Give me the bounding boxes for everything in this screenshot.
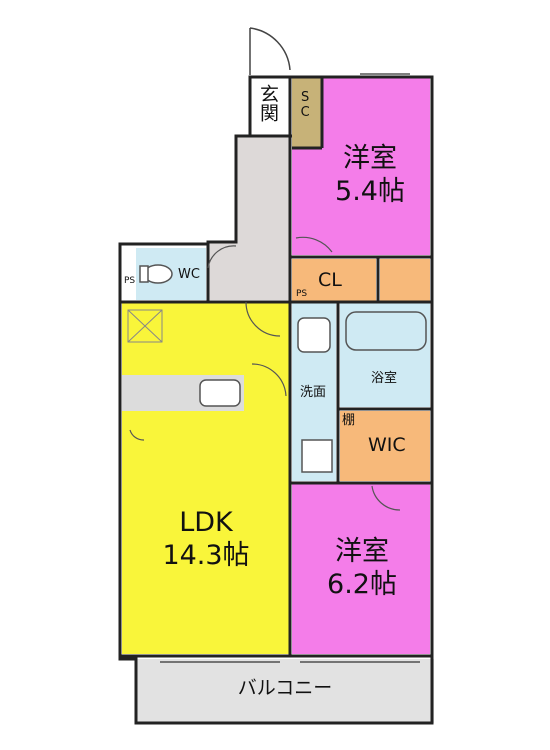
toilet-tank: [139, 265, 149, 283]
ldk-name: LDK: [179, 507, 233, 538]
shelf-area: [340, 411, 358, 435]
closet-label: CL: [318, 269, 342, 291]
ldk-area: [122, 303, 290, 654]
walls: [118, 75, 434, 725]
ldk-size: 14.3帖: [162, 540, 250, 571]
bathroom-label: 浴室: [371, 371, 398, 386]
wash-basin: [297, 317, 331, 353]
western-room-2-size: 6.2帖: [327, 569, 397, 600]
closet-area: [292, 259, 376, 301]
pipe-space-left-area: [122, 262, 136, 300]
western-room-2-name: 洋室: [335, 536, 389, 567]
balcony-area: [136, 659, 434, 723]
walk-in-closet-label: WIC: [368, 434, 406, 456]
shoe-closet-area: [292, 77, 322, 147]
western-room-2-area: [292, 484, 430, 654]
windows: [160, 73, 420, 663]
toilet-label: WC: [178, 267, 200, 282]
washroom-label: 洗面: [300, 385, 327, 400]
pipe-space-right-label: PS: [296, 289, 308, 299]
closet-area-2: [380, 259, 430, 301]
entrance-door: [249, 27, 291, 75]
bathtub: [345, 311, 427, 351]
interior-doors: [129, 236, 401, 511]
entrance-label: 玄関: [256, 84, 279, 122]
shoe-closet-label: SC: [297, 90, 313, 120]
shelf-label: 棚: [342, 413, 356, 428]
storage-hatch: [127, 309, 163, 343]
entrance-area: [250, 77, 292, 135]
western-room-1-size: 5.4帖: [335, 176, 405, 207]
kitchen-sink: [199, 379, 241, 407]
bathroom-area: [340, 303, 430, 407]
pipe-space-left-label: PS: [124, 276, 136, 286]
western-room-1-name: 洋室: [343, 143, 397, 174]
hall-area-lower: [208, 242, 290, 300]
balcony-label: バルコニー: [237, 677, 333, 699]
washing-machine: [301, 439, 333, 473]
